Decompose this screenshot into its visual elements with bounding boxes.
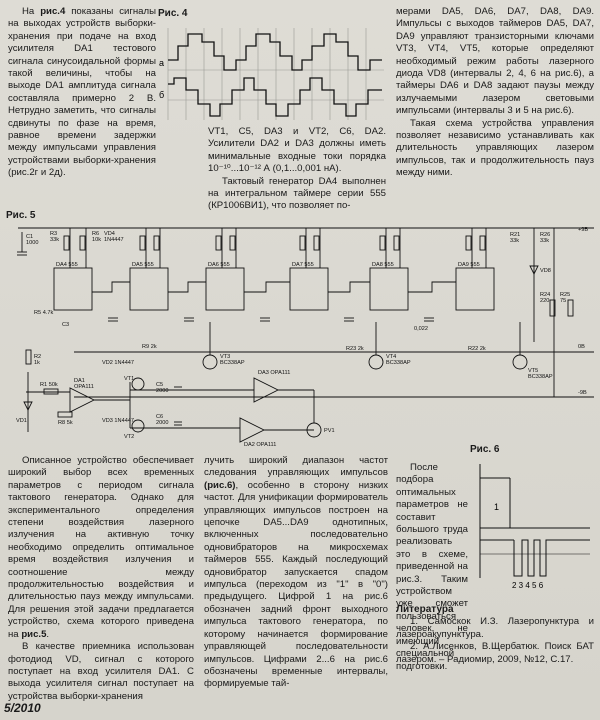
timer-da4-label: DA4 555 — [56, 262, 78, 268]
figure-5-schematic: C1 1000 R3 33k R6 10k VD4 1N4447 DA4 555… — [16, 227, 594, 448]
text-column-bottom-mid: лучить широкий диапазон частот следовани… — [204, 455, 388, 691]
svg-text:VT5: VT5 — [528, 368, 538, 374]
svg-text:VD2 1N4447: VD2 1N4447 — [102, 360, 134, 366]
svg-text:VD3 1N4447: VD3 1N4447 — [102, 418, 134, 424]
interval-1-label: 1 — [494, 502, 499, 512]
timer-da5-label: DA5 555 — [132, 262, 154, 268]
svg-text:PV1: PV1 — [324, 428, 335, 434]
figure-6-timing: 1 2 3 4 5 6 — [479, 464, 590, 590]
figure-5-label: Рис. 5 — [6, 210, 36, 221]
issue-number: 5/2010 — [4, 701, 41, 715]
literature-item: 1. Самоскок И.З. Лазеропунктура и лазеро… — [396, 616, 594, 640]
timer-da9-label: DA9 555 — [458, 262, 480, 268]
svg-text:DA1: DA1 — [74, 378, 85, 384]
svg-text:2000: 2000 — [156, 388, 168, 394]
paragraph: В качестве приемника использован фотодио… — [8, 641, 194, 702]
svg-text:10k: 10k — [92, 237, 101, 243]
timer-da8-label: DA8 555 — [372, 262, 394, 268]
svg-text:VD4: VD4 — [104, 231, 115, 237]
svg-text:VT4: VT4 — [386, 354, 396, 360]
timer-da7-label: DA7 555 — [292, 262, 314, 268]
literature-block: Литература 1. Самоскок И.З. Лазеропункту… — [396, 604, 594, 666]
svg-text:33k: 33k — [510, 238, 519, 244]
text-column-top-mid: VT1, C5, DA3 и VT2, C6, DA2. Усилители D… — [208, 126, 386, 213]
figure-ref: (рис.6) — [204, 479, 236, 491]
paragraph: VT1, C5, DA3 и VT2, C6, DA2. Усилители D… — [208, 126, 386, 175]
svg-text:R25: R25 — [560, 292, 570, 298]
svg-text:-9В: -9В — [578, 390, 587, 396]
text-column-top-left: На рис.4 показаны сигналы на выходах уст… — [8, 6, 156, 180]
svg-text:BC338AP: BC338AP — [220, 360, 245, 366]
svg-text:R8 5k: R8 5k — [58, 420, 73, 426]
figure-4-label: Рис. 4 — [158, 8, 188, 19]
svg-text:R6: R6 — [92, 231, 99, 237]
svg-text:R26: R26 — [540, 232, 550, 238]
svg-text:VT1: VT1 — [124, 376, 134, 382]
text-column-top-right: мерами DA5, DA6, DA7, DA8, DA9. Импульсы… — [396, 6, 594, 180]
text-column-bottom-right: После подбора оптимальных параметров не … — [396, 462, 468, 673]
figure-ref: рис.4 — [40, 6, 66, 17]
svg-text:R9 2k: R9 2k — [142, 344, 157, 350]
paragraph: На рис.4 показаны сигналы на выходах уст… — [8, 6, 157, 179]
svg-text:1k: 1k — [34, 360, 40, 366]
svg-text:R22 2k: R22 2k — [468, 346, 486, 352]
svg-text:R23 2k: R23 2k — [346, 346, 364, 352]
svg-text:R21: R21 — [510, 232, 520, 238]
figure-4-waveforms: а б — [159, 28, 384, 120]
paragraph: После подбора оптимальных параметров не … — [396, 462, 468, 672]
paragraph: Описанное устройство обеспечивает широки… — [8, 455, 194, 640]
svg-text:R5 4.7k: R5 4.7k — [34, 310, 53, 316]
svg-text:DA3 OPA111: DA3 OPA111 — [258, 370, 290, 376]
svg-text:1N4447: 1N4447 — [104, 237, 124, 243]
literature-item: 2. А.Лисенков, В.Щербатюк. Поиск БАТ лаз… — [396, 641, 594, 665]
svg-text:R2: R2 — [34, 354, 41, 360]
svg-text:VT2: VT2 — [124, 434, 134, 440]
trace-b-label: б — [159, 90, 164, 100]
svg-text:R3: R3 — [50, 231, 57, 237]
interval-ticks-label: 2 3 4 5 6 — [512, 581, 544, 590]
svg-text:33k: 33k — [540, 238, 549, 244]
text-column-bottom-left: Описанное устройство обеспечивает широки… — [8, 455, 194, 703]
svg-text:VD8: VD8 — [540, 268, 551, 274]
svg-text:VD1: VD1 — [16, 418, 27, 424]
svg-text:C6: C6 — [156, 414, 163, 420]
timer-da6-label: DA6 555 — [208, 262, 230, 268]
figure-ref: рис.5 — [21, 628, 47, 640]
svg-text:C1: C1 — [26, 234, 33, 240]
svg-text:C5: C5 — [156, 382, 163, 388]
svg-text:OPA111: OPA111 — [74, 384, 94, 390]
svg-text:+9В: +9В — [578, 227, 588, 233]
svg-text:0В: 0В — [578, 344, 585, 350]
paragraph: Такая схема устройства управления позвол… — [396, 117, 594, 179]
svg-text:VT3: VT3 — [220, 354, 230, 360]
literature-title: Литература — [396, 604, 454, 615]
svg-text:33k: 33k — [50, 237, 59, 243]
svg-text:R24: R24 — [540, 292, 550, 298]
paragraph: Тактовый генератор DA4 выполнен на интег… — [208, 175, 386, 212]
svg-text:BC338AP: BC338AP — [386, 360, 411, 366]
paragraph: мерами DA5, DA6, DA7, DA8, DA9. Импульсы… — [396, 6, 594, 117]
svg-text:R1 50k: R1 50k — [40, 382, 58, 388]
paragraph: лучить широкий диапазон частот следовани… — [204, 455, 388, 690]
svg-text:0,022: 0,022 — [414, 326, 428, 332]
svg-text:2000: 2000 — [156, 420, 168, 426]
svg-text:1000: 1000 — [26, 240, 38, 246]
trace-a-label: а — [159, 58, 164, 68]
figure-6-label: Рис. 6 — [470, 444, 500, 455]
svg-text:C3: C3 — [62, 322, 69, 328]
svg-text:75: 75 — [560, 298, 566, 304]
svg-text:BC338AP: BC338AP — [528, 374, 553, 380]
svg-text:220: 220 — [540, 298, 549, 304]
svg-text:DA2 OPA111: DA2 OPA111 — [244, 442, 276, 448]
